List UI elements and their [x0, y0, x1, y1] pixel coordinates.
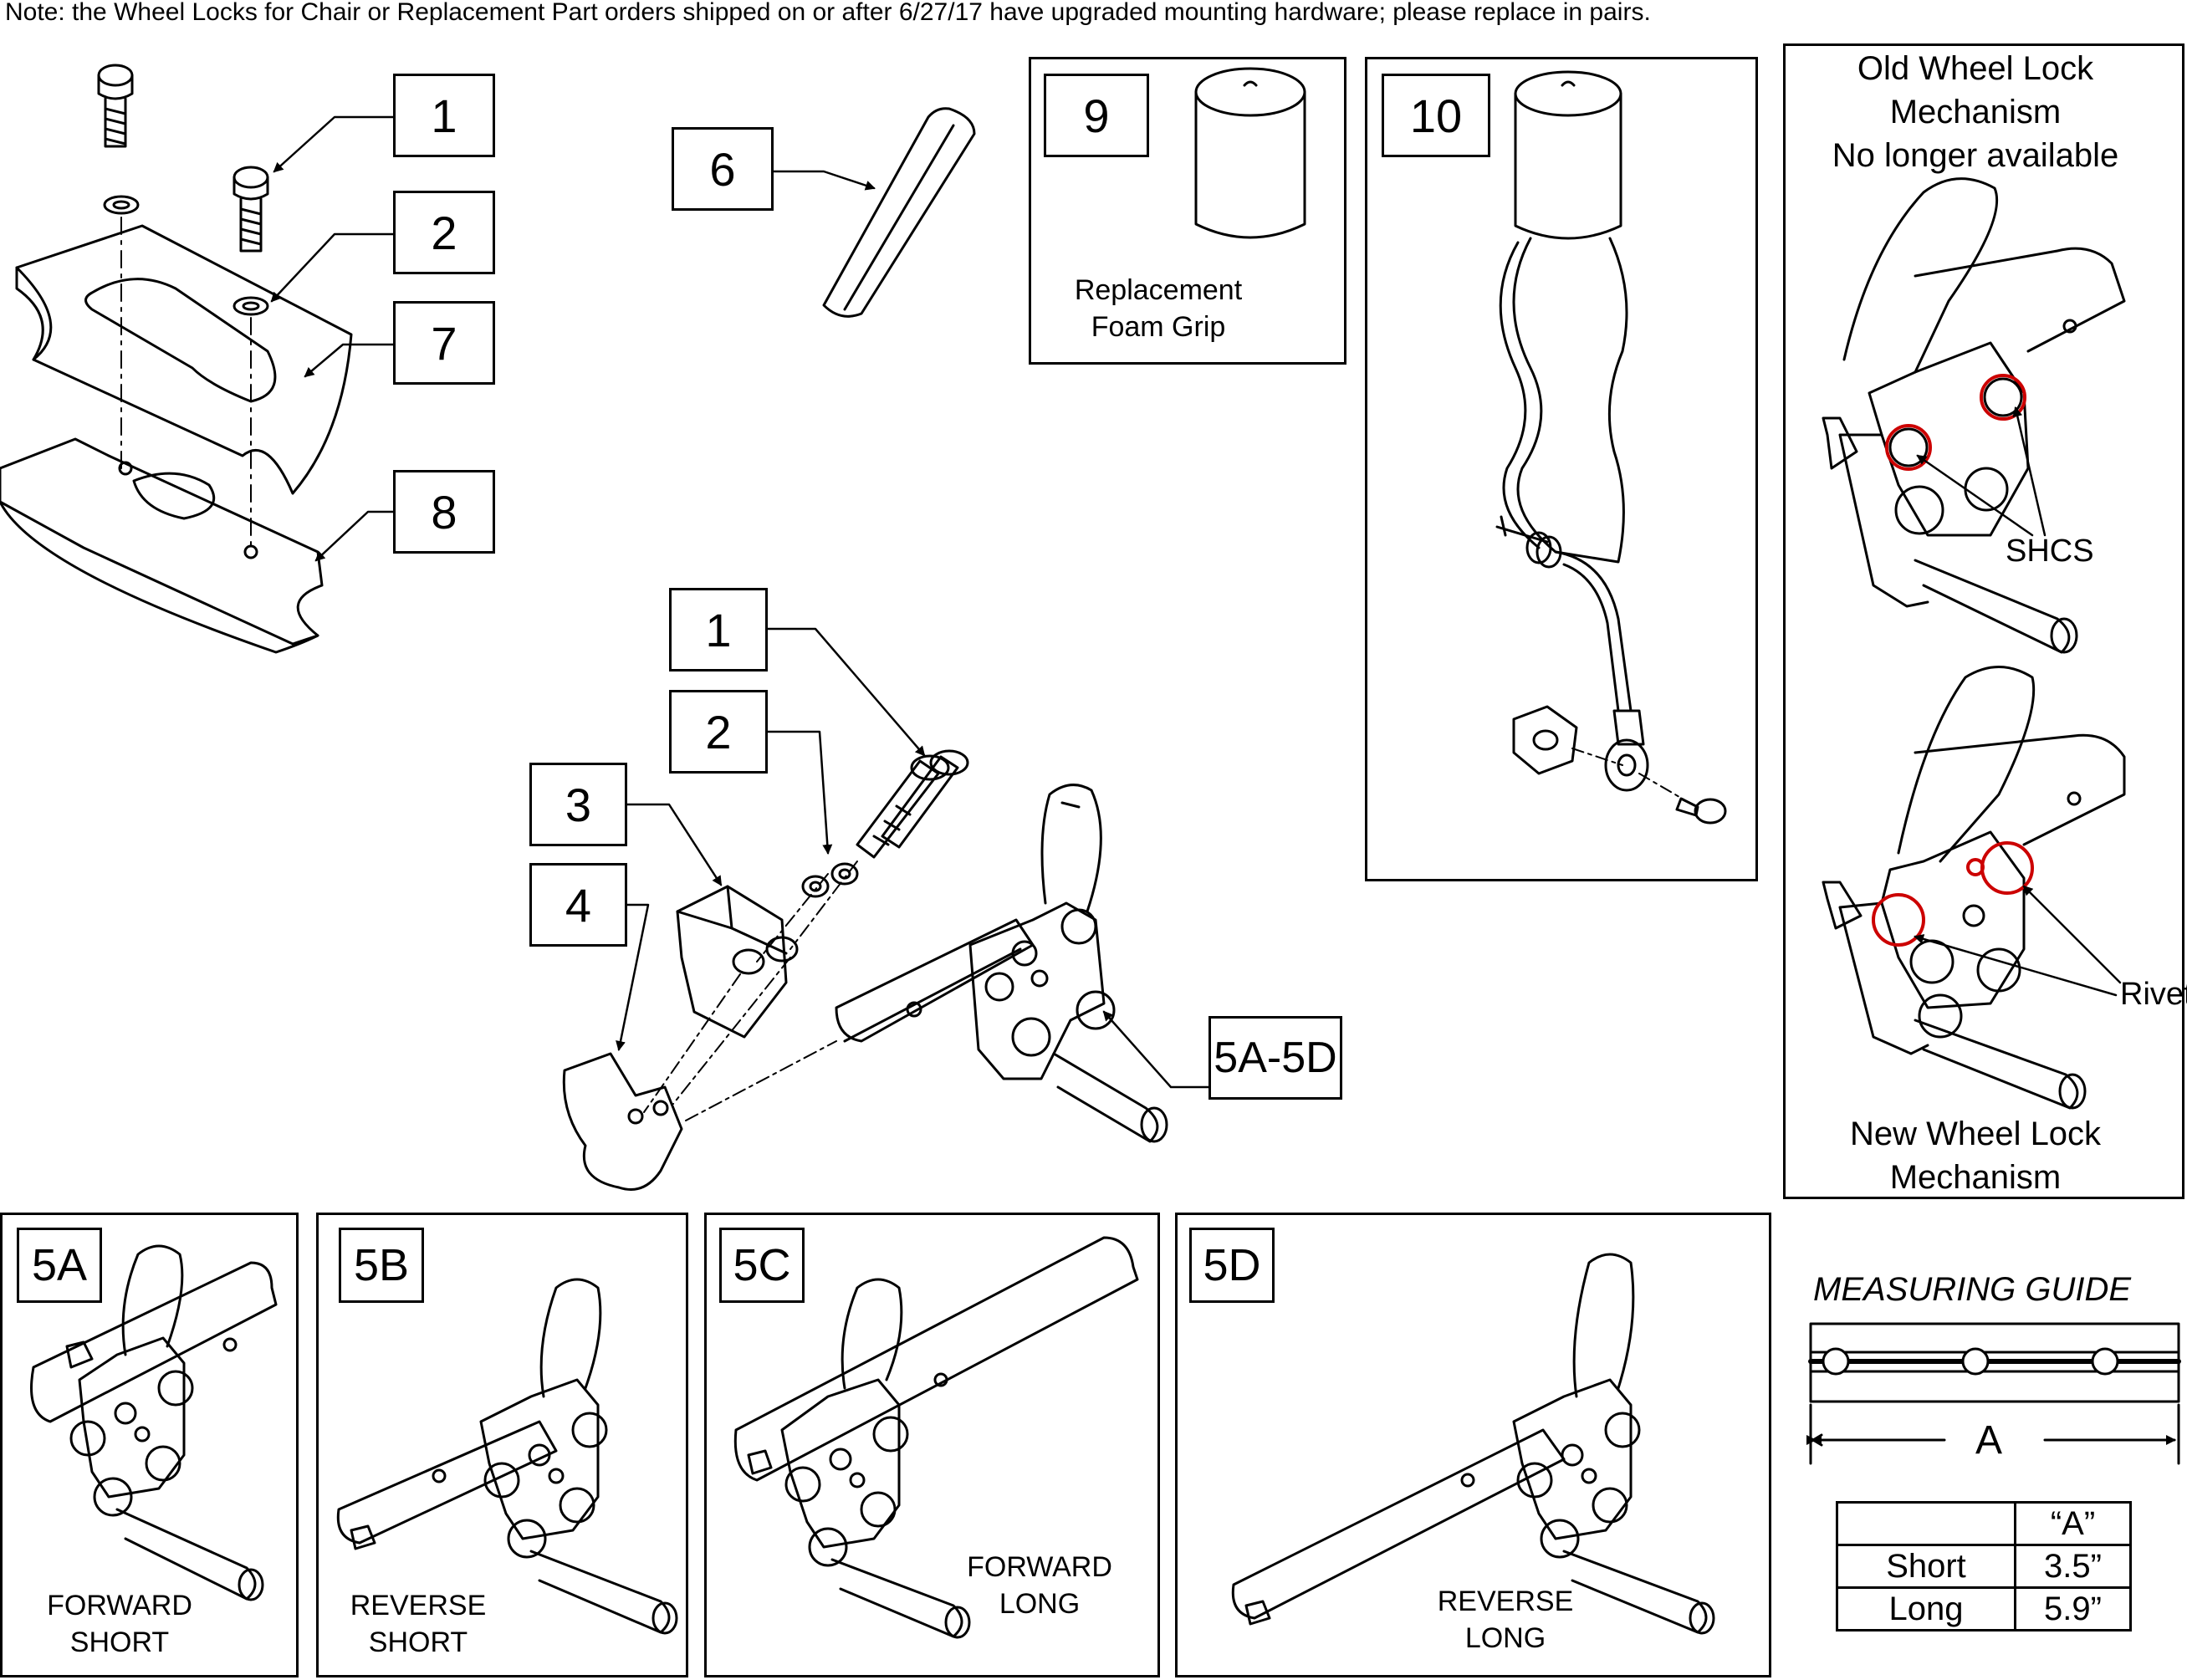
callout-5a-5d: 5A-5D [1208, 1016, 1342, 1100]
callout-6: 6 [672, 127, 774, 211]
variant-5b-line2: SHORT [368, 1626, 468, 1658]
shcs-label: SHCS [2006, 534, 2094, 569]
callout-3: 3 [529, 763, 627, 846]
variant-5c-caption: FORWARD LONG [935, 1549, 1144, 1622]
variant-5c-panel [704, 1213, 1160, 1677]
note-text: Note: the Wheel Locks for Chair or Repla… [5, 0, 1651, 26]
new-mechanism-heading: New Wheel Lock Mechanism [1783, 1112, 2168, 1199]
dimension-a-label: A [1975, 1418, 2003, 1463]
table-header-row: “A” [1836, 1501, 2132, 1546]
variant-5c-id: 5C [719, 1228, 805, 1303]
part-10-panel [1365, 57, 1758, 881]
mechanism-label-leaders [1914, 406, 2122, 997]
variant-5d-panel [1175, 1213, 1771, 1677]
callout-7: 7 [393, 301, 495, 385]
callout-leaders-top [270, 115, 876, 562]
variant-5d-illustration [1231, 1253, 1715, 1635]
new-mechanism-line1: New Wheel Lock [1849, 1116, 2102, 1152]
old-mechanism-line3: No longer available [1832, 137, 2119, 174]
variant-5d-id: 5D [1189, 1228, 1275, 1303]
clamp-assembly-illustration [0, 64, 353, 654]
table-cell: 5.9” [2014, 1586, 2132, 1631]
variant-5b-illustration [336, 1278, 678, 1635]
foam-grip-caption-line2: Foam Grip [1091, 311, 1226, 343]
variant-5b-caption: REVERSE SHORT [318, 1587, 519, 1661]
variant-5b-panel [316, 1213, 688, 1677]
mechanism-comparison-panel [1783, 43, 2184, 1199]
new-mechanism-illustration [1822, 666, 2126, 1110]
variant-5a-caption: FORWARD SHORT [15, 1587, 224, 1661]
variant-5a-id: 5A [17, 1228, 102, 1303]
variant-5d-line2: LONG [1464, 1622, 1546, 1654]
callout-10: 10 [1382, 74, 1490, 157]
measuring-guide-title: MEASURING GUIDE [1813, 1271, 2132, 1308]
callout-leaders-mid [616, 627, 1210, 1089]
pad-part-6-illustration [822, 107, 976, 318]
variant-5a-line1: FORWARD [47, 1590, 192, 1621]
new-mechanism-line2: Mechanism [1889, 1159, 2062, 1196]
variant-5a-illustration [30, 1244, 278, 1601]
measuring-guide-table: “A” Short 3.5” Long 5.9” [1836, 1501, 2132, 1631]
foam-grip-caption: Replacement Foam Grip [1029, 272, 1288, 345]
foam-grip-illustration [1194, 67, 1306, 239]
variant-5d-line1: REVERSE [1437, 1586, 1574, 1617]
rivets-label: Rivets [2120, 977, 2187, 1012]
variant-5b-id: 5B [339, 1228, 424, 1303]
variant-5c-line2: LONG [999, 1588, 1081, 1620]
callout-2-mid: 2 [669, 690, 768, 774]
variant-5c-line1: FORWARD [967, 1551, 1112, 1583]
shcs-highlight-circles [1885, 374, 2026, 471]
old-mechanism-line1: Old Wheel Lock [1857, 50, 2094, 87]
callout-8: 8 [393, 470, 495, 554]
table-cell: Long [1836, 1586, 2016, 1631]
wheel-lock-exploded-illustration [562, 749, 1168, 1191]
callout-4: 4 [529, 863, 627, 947]
variant-5c-illustration [733, 1236, 1139, 1639]
table-row: Short 3.5” [1836, 1544, 2132, 1589]
callout-1-mid: 1 [669, 588, 768, 671]
variant-5b-line1: REVERSE [350, 1590, 487, 1621]
old-mechanism-illustration [1822, 177, 2126, 654]
callout-9: 9 [1044, 74, 1149, 157]
table-header-cell [1836, 1501, 2016, 1546]
variant-5a-line2: SHORT [69, 1626, 170, 1658]
callout-2-top: 2 [393, 191, 495, 274]
table-cell: 3.5” [2014, 1544, 2132, 1589]
rivet-highlight-circles [1872, 841, 2034, 947]
variant-5d-caption: REVERSE LONG [1397, 1583, 1614, 1657]
foam-grip-caption-line1: Replacement [1074, 274, 1243, 306]
table-row: Long 5.9” [1836, 1586, 2132, 1631]
table-header-cell: “A” [2014, 1501, 2132, 1546]
variant-5a-panel [0, 1213, 299, 1677]
measuring-guide-rail [1806, 1322, 2181, 1465]
table-cell: Short [1836, 1544, 2016, 1589]
part-9-panel [1029, 57, 1346, 365]
old-mechanism-line2: Mechanism [1889, 94, 2062, 130]
old-mechanism-heading: Old Wheel Lock Mechanism No longer avail… [1783, 47, 2168, 177]
extension-handle-illustration [1495, 70, 1727, 825]
callout-1-top: 1 [393, 74, 495, 157]
